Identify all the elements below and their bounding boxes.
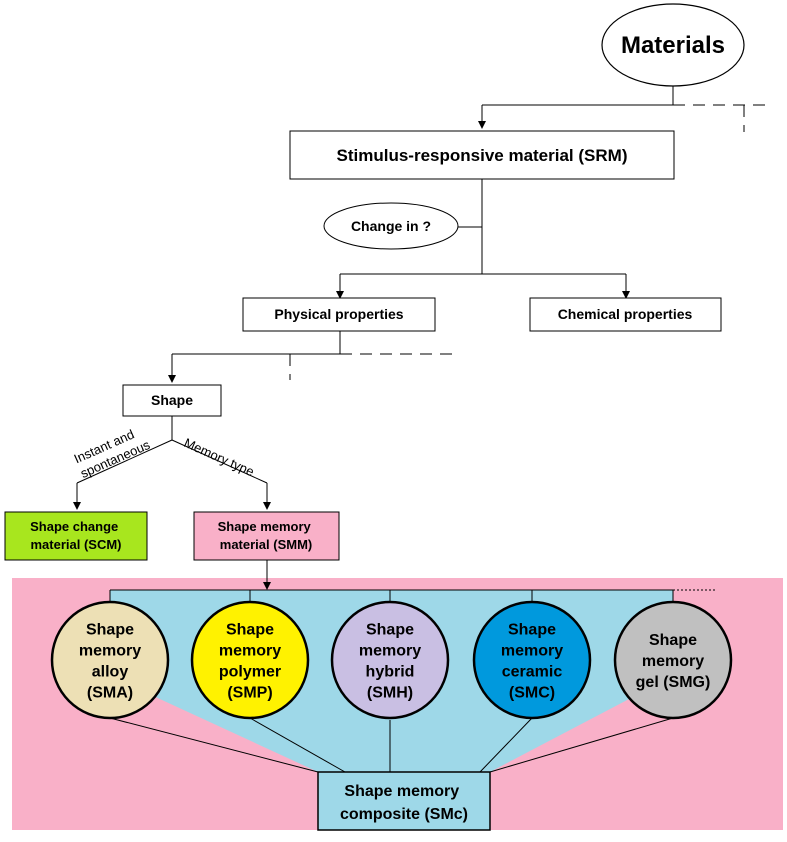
composite-label-line-1: Shape memory [344, 783, 459, 800]
circle-label-5: Shape memory gel (SMG) [636, 632, 711, 691]
circle-label-line: (SMC) [509, 685, 555, 702]
circle-label-4: Shape memory ceramic (SMC) [501, 622, 563, 702]
circle-label-line: Shape [226, 622, 274, 639]
circle-label-line: (SMP) [227, 685, 272, 702]
circle-label-line: alloy [92, 664, 129, 681]
smm-node [193, 511, 340, 561]
scm-label-line-2: material (SCM) [30, 537, 121, 552]
materials-connector [478, 86, 770, 132]
circle-label-line: Shape [649, 632, 697, 649]
circle-label-line: Shape [508, 622, 556, 639]
scm-label: Shape change material (SCM) [30, 519, 122, 552]
circle-node-4 [472, 600, 592, 720]
circle-label-line: memory [219, 643, 281, 660]
circle-label-3: Shape memory hybrid (SMH) [359, 622, 421, 702]
physical-properties-node [242, 297, 436, 332]
circle-label-2: Shape memory polymer (SMP) [219, 622, 281, 702]
smm-label: Shape memory material (SMM) [218, 519, 315, 552]
circle-node-2 [190, 600, 310, 720]
circle-node-1 [50, 600, 170, 720]
shape-connector [73, 416, 271, 510]
physical-connector [168, 331, 460, 383]
circle-label-line: memory [359, 643, 421, 660]
chemical-properties-node [529, 297, 722, 332]
circle-label-line: hybrid [366, 664, 415, 681]
materials-label: Materials [621, 32, 725, 59]
shape-memory-types: Shape memory alloy (SMA) Shape memory polymer (… [50, 600, 733, 720]
physical-properties-label: Physical properties [274, 306, 403, 322]
chemical-properties-label: Chemical properties [558, 306, 693, 322]
circle-label-line: (SMA) [87, 685, 133, 702]
circle-label-line: gel (SMG) [636, 674, 711, 691]
composite-node [317, 771, 491, 831]
smm-label-line-2: material (SMM) [220, 537, 312, 552]
instant-edge-label: Instant and spontaneous [72, 422, 153, 481]
circle-node-5 [613, 600, 733, 720]
circle-node-3 [330, 600, 450, 720]
memory-type-edge-label: Memory type [182, 435, 257, 479]
shape-label: Shape [151, 392, 193, 408]
composite-label: Shape memory composite (SMc) [340, 783, 468, 823]
scm-label-line-1: Shape change [30, 519, 118, 534]
change-in-node [323, 202, 459, 250]
srm-connector [336, 179, 630, 299]
circle-label-line: memory [642, 653, 704, 670]
circle-label-line: Shape [86, 622, 134, 639]
srm-node [289, 130, 675, 180]
circle-label-line: ceramic [502, 664, 563, 681]
circle-label-1: Shape memory alloy (SMA) [79, 622, 141, 702]
circle-label-line: (SMH) [367, 685, 413, 702]
circle-label-line: polymer [219, 664, 281, 681]
smm-label-line-1: Shape memory [218, 519, 312, 534]
srm-label: Stimulus-responsive material (SRM) [337, 146, 628, 165]
circle-label-line: memory [79, 643, 141, 660]
change-in-label: Change in ? [351, 218, 431, 234]
circle-label-line: memory [501, 643, 563, 660]
composite-label-line-2: composite (SMc) [340, 806, 468, 823]
composite-connector [109, 717, 674, 773]
shape-node [122, 384, 222, 417]
circle-label-line: Shape [366, 622, 414, 639]
scm-node [4, 511, 148, 561]
